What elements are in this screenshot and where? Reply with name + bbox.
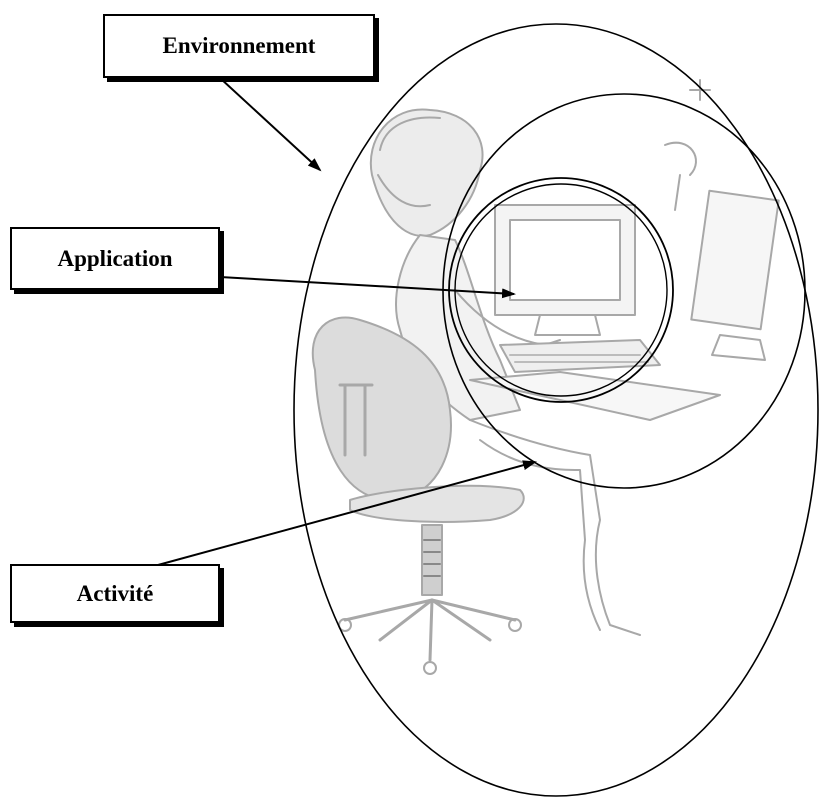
environnement-label-box: Environnement xyxy=(103,14,375,78)
chair-column-sketch xyxy=(422,525,442,595)
environnement-arrow xyxy=(220,78,320,170)
application-label-box: Application xyxy=(10,227,220,290)
activite-label: Activité xyxy=(77,581,154,607)
chair-base-sketch xyxy=(345,600,515,660)
person-head-sketch xyxy=(371,110,483,236)
activite-label-box: Activité xyxy=(10,564,220,623)
background-monitor-sketch xyxy=(691,191,778,329)
environnement-label: Environnement xyxy=(163,33,316,59)
person-legs-sketch xyxy=(470,420,640,635)
office-sketch-illustration xyxy=(313,80,779,674)
application-label: Application xyxy=(57,246,172,272)
